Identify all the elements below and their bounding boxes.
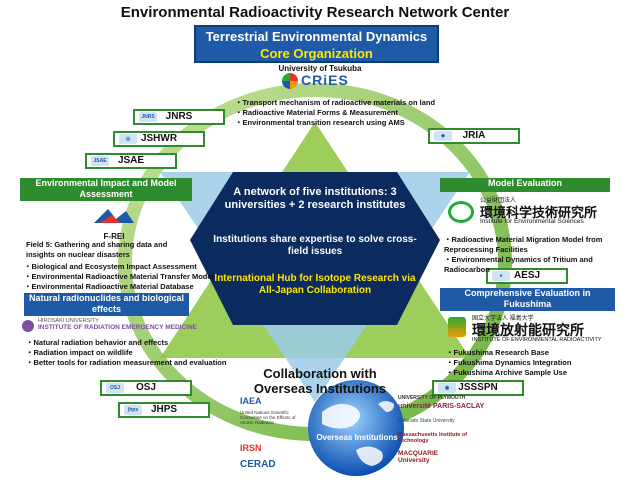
right-bottom-bullet: Fukushima Research Base (446, 348, 626, 358)
frei-logo-icon (94, 209, 134, 223)
center-text: A network of five institutions: 3 univer… (208, 186, 422, 297)
iaea-logo: IAEA (240, 396, 262, 406)
cries-logo: CRiES (282, 72, 362, 94)
center-text-network: A network of five institutions: 3 univer… (224, 186, 406, 211)
aesj-label: AESJ (513, 270, 541, 281)
jhps-label: JHPS (150, 404, 178, 415)
core-line1: Terrestrial Environmental Dynamics (205, 29, 428, 44)
left-top-bullets: Biological and Ecosystem Impact Assessme… (24, 262, 214, 292)
left-top-header: Environmental Impact and Model Assessmen… (20, 178, 192, 201)
jssspn-box: ◉JSSSPN (432, 380, 524, 396)
ier-logo: 国立大学法人 福島大学 環境放射能研究所 INSTITUTE OF ENVIRO… (448, 313, 618, 345)
jsae-label: JSAE (117, 155, 145, 166)
left-top-bullet: Environmental Radioactive Material Datab… (24, 282, 214, 292)
cries-logo-icon (282, 73, 298, 90)
osj-box: OSJ OSJ (100, 380, 192, 396)
jshwr-label: JSHWR (140, 133, 178, 144)
left-bottom-bullet: Radiation impact on wildlife (26, 348, 236, 358)
jshwr-logo-icon: ◎ (119, 134, 137, 144)
frei-logo: F-REI (86, 205, 142, 241)
left-top-bullet: Environmental Radioactive Material Trans… (24, 272, 214, 282)
plymouth-logo: UNIVERSITY OF PLYMOUTH (398, 395, 466, 401)
jshwr-box: ◎JSHWR (113, 131, 205, 147)
page-title: Environmental Radioactivity Research Net… (120, 4, 510, 21)
ier-logo-jp-small: 国立大学法人 福島大学 (472, 316, 534, 322)
jnrs-label: JNRS (165, 111, 193, 122)
cries-logo-text: CRiES (301, 72, 349, 88)
jria-logo-icon: ◆ (434, 131, 452, 141)
osj-logo-icon: OSJ (106, 383, 124, 393)
right-top-header: Model Evaluation (440, 178, 610, 192)
hirosaki-logo-icon (22, 320, 34, 332)
overseas-left-logos: IAEA United Nations Scientific Committee… (240, 396, 310, 470)
overseas-right-logos: UNIVERSITY OF PLYMOUTH université PARIS-… (398, 395, 488, 464)
hirosaki-line1: HIROSAKI UNIVERSITY (38, 318, 99, 324)
core-bullet: Radioactive Material Forms & Measurement (235, 108, 465, 118)
unscear-logo: United Nations Scientific Committee on t… (240, 410, 296, 425)
navy-hexagon (190, 172, 440, 325)
jria-label: JRIA (462, 130, 486, 141)
hirosaki-line2: INSTITUTE OF RADIATION EMERGENCY MEDICIN… (38, 324, 198, 331)
jnrs-logo-icon: JNRS (139, 112, 157, 122)
jhps-box: jhps JHPS (118, 402, 210, 418)
right-top-bullet: Environmental Dynamics of Tritium and Ra… (444, 255, 626, 275)
ier-logo-en: INSTITUTE OF ENVIRONMENTAL RADIOACTIVITY (472, 337, 602, 343)
ier-logo-icon (448, 317, 466, 337)
hirosaki-logo: HIROSAKI UNIVERSITY INSTITUTE OF RADIATI… (22, 318, 222, 334)
jssspn-label: JSSSPN (458, 382, 498, 393)
frei-logo-text: F-REI (103, 232, 125, 241)
core-bullet: Transport mechanism of radioactive mater… (235, 98, 465, 108)
left-top-bullet: Biological and Ecosystem Impact Assessme… (24, 262, 214, 272)
osj-label: OSJ (135, 382, 156, 393)
left-bottom-header: Natural radionuclides and biological eff… (24, 293, 189, 316)
right-top-bullet: Radioactive Material Migration Model fro… (444, 235, 626, 255)
jnrs-box: JNRS JNRS (133, 109, 225, 125)
left-bottom-bullets: Natural radiation behavior and effects R… (26, 338, 236, 368)
core-organization-box: Terrestrial Environmental Dynamics Core … (194, 25, 439, 63)
csu-logo: Colorado State University (398, 418, 455, 424)
jria-box: ◆ JRIA (428, 128, 520, 144)
center-text-expertise: Institutions share expertise to solve cr… (213, 234, 417, 257)
jsae-box: JSAE JSAE (85, 153, 177, 169)
jssspn-logo-icon: ◉ (438, 383, 456, 393)
ies-logo-jp: 環境科学技術研究所 (480, 205, 598, 220)
right-bottom-bullet: Fukushima Archive Sample Use (446, 368, 626, 378)
jsae-logo-icon: JSAE (91, 156, 109, 166)
macquarie-logo: MACQUARIE University (398, 450, 439, 464)
core-bullet: Environmental transition research using … (235, 118, 465, 128)
center-text-hub: International Hub for Isotope Research v… (214, 273, 416, 296)
right-bottom-bullet: Fukushima Dynamics Integration (446, 358, 626, 368)
right-top-bullets: Radioactive Material Migration Model fro… (444, 235, 626, 275)
left-bottom-bullet: Natural radiation behavior and effects (26, 338, 236, 348)
irsn-logo: IRSN (240, 443, 262, 453)
ies-logo-jp-small: 公益財団法人 (480, 198, 517, 204)
ies-logo-icon (448, 201, 474, 223)
ies-logo-en: Institute for Environmental Sciences (480, 218, 584, 225)
left-bottom-bullet: Better tools for radiation measurement a… (26, 358, 236, 368)
jhps-logo-icon: jhps (124, 405, 142, 415)
aesj-logo-icon: ● (492, 271, 510, 281)
overseas-title: Collaboration with Overseas Institutions (253, 366, 387, 396)
paris-saclay-logo: université PARIS-SACLAY (398, 403, 485, 410)
globe-label: Overseas Institutions (316, 433, 398, 442)
left-top-field: Field 5: Gathering and sharing data and … (26, 240, 168, 259)
ier-logo-jp: 環境放射能研究所 (472, 322, 584, 338)
ies-logo: 公益財団法人 環境科学技術研究所 Institute for Environme… (448, 195, 618, 227)
cerad-logo: CERAD (240, 459, 276, 470)
university-name: University of Tsukuba (278, 64, 362, 73)
right-bottom-bullets: Fukushima Research Base Fukushima Dynami… (446, 348, 626, 378)
right-bottom-header: Comprehensive Evaluation in Fukushima (440, 288, 615, 311)
mit-logo: Massachusetts Institute of Technology (398, 432, 468, 444)
core-bullets: Transport mechanism of radioactive mater… (235, 98, 465, 128)
core-line2: Core Organization (260, 46, 373, 61)
